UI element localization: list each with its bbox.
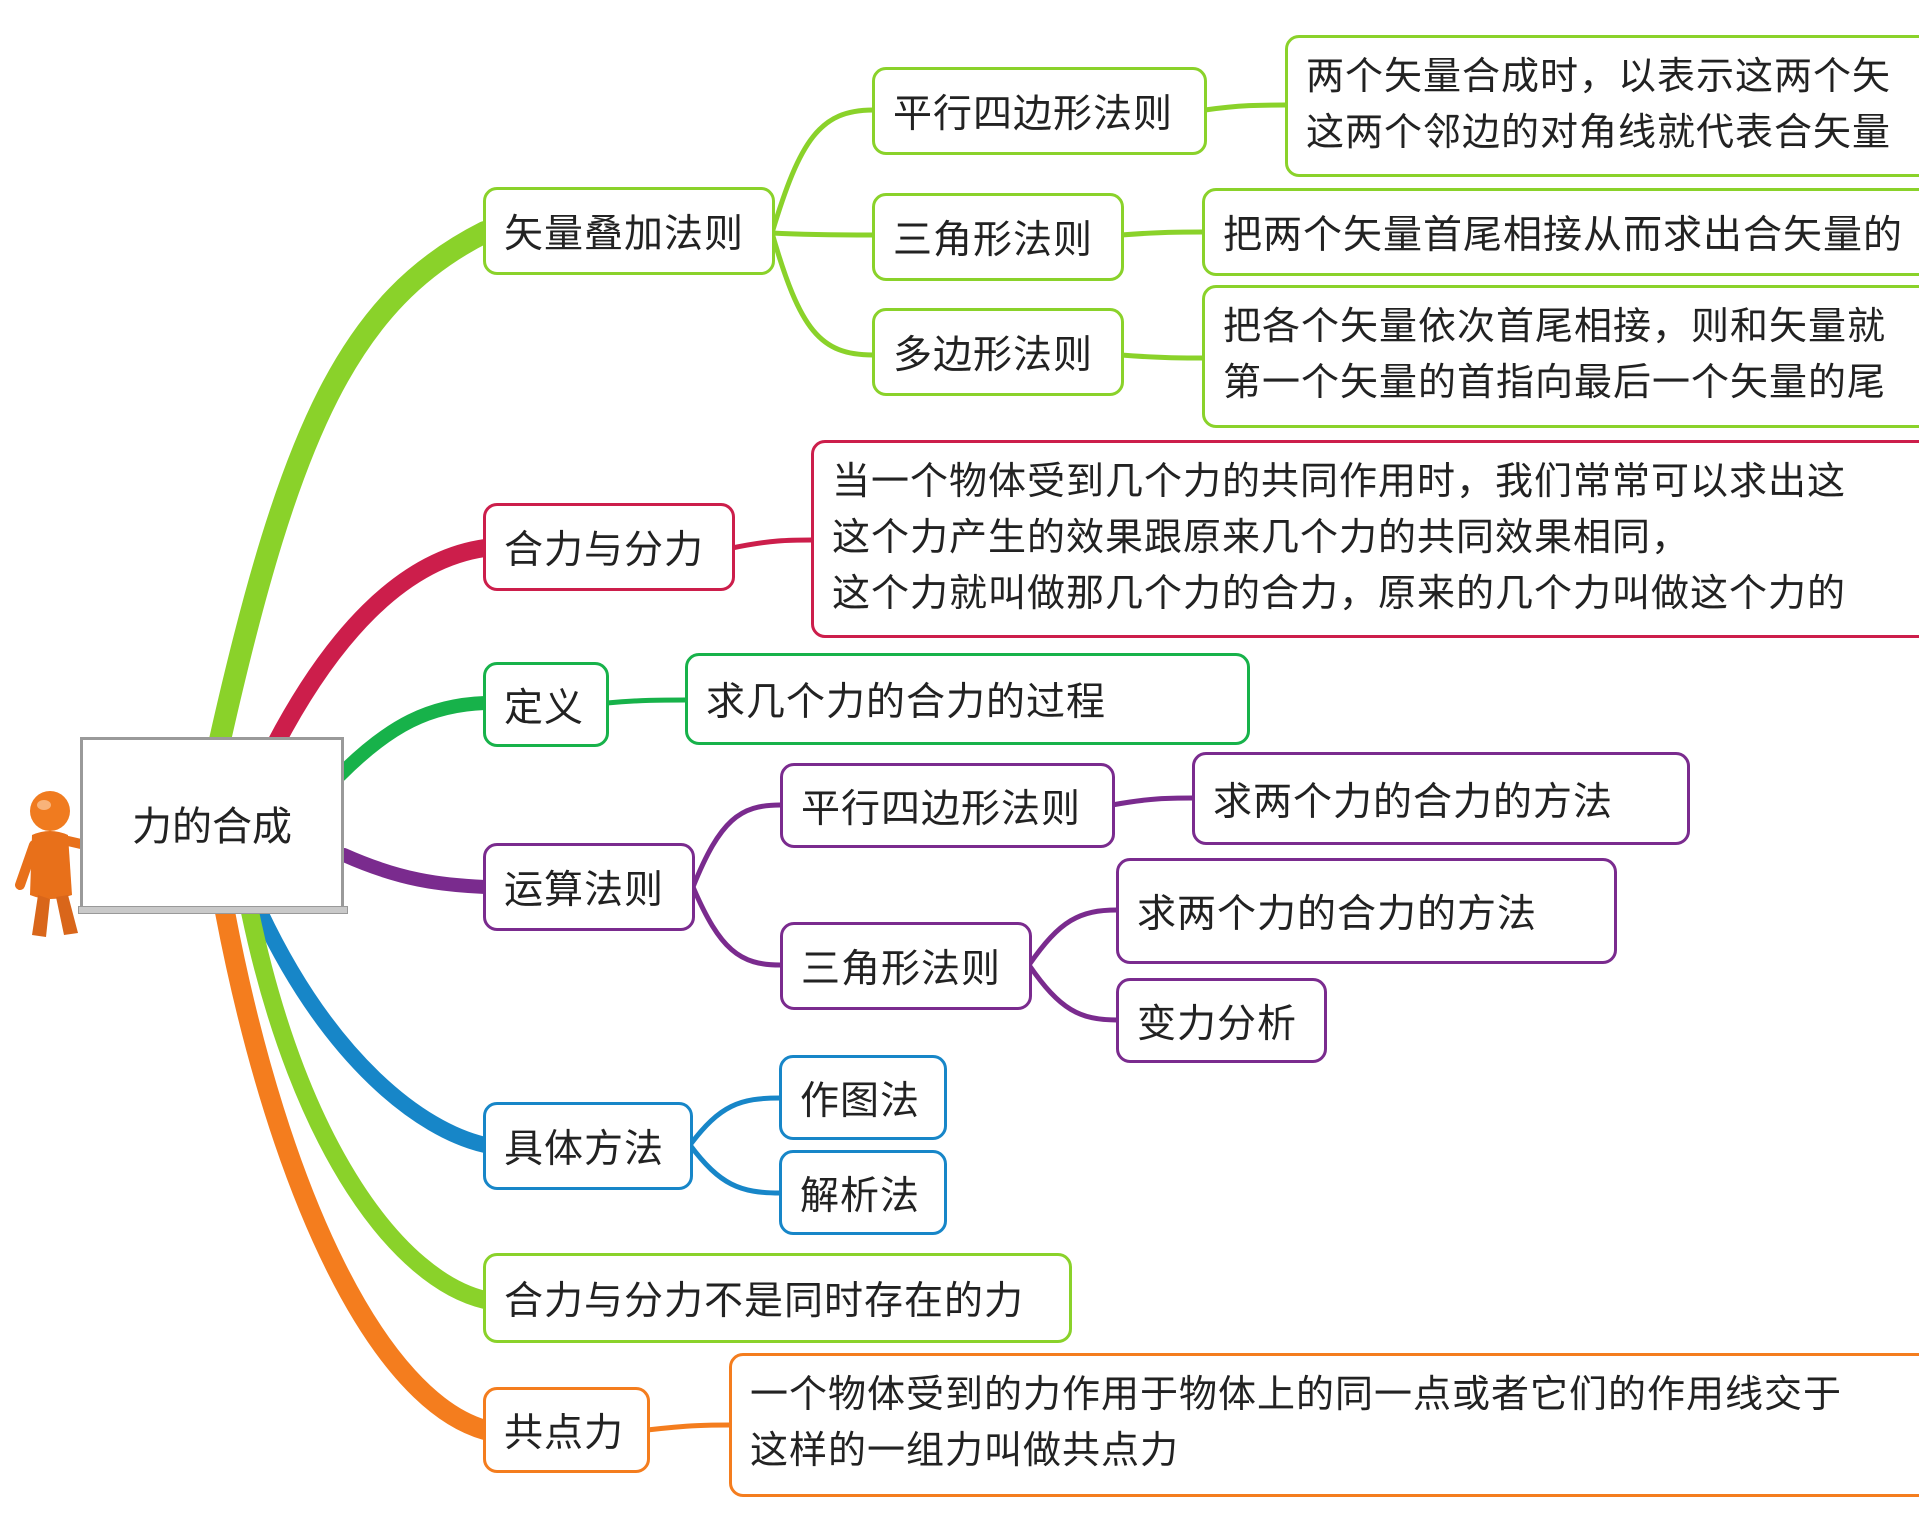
node-op-triangle-extra[interactable]: 变力分析 xyxy=(1116,978,1327,1063)
node-definition-label: 定义 xyxy=(504,685,585,731)
node-resultant[interactable]: 合力与分力 xyxy=(483,503,735,591)
node-methods-graph-label: 作图法 xyxy=(800,1078,921,1124)
node-concurrent-label: 共点力 xyxy=(504,1411,625,1456)
node-definition-desc[interactable]: 求几个力的合力的过程 xyxy=(685,653,1250,745)
node-methods-analytic[interactable]: 解析法 xyxy=(779,1150,947,1235)
node-vr-triangle-label: 三角形法则 xyxy=(893,218,1094,263)
link-resultant-desc xyxy=(731,537,813,551)
link-root-resultant xyxy=(266,539,494,754)
node-vr-triangle-desc-text: 把两个矢量首尾相接从而求出合矢量的 xyxy=(1223,213,1904,258)
node-vector-rules[interactable]: 矢量叠加法则 xyxy=(483,187,775,275)
node-resultant-desc-text: 当一个物体受到几个力的共同作用时，我们常常可以求出这 这个力产生的效果跟原来几个… xyxy=(832,459,1847,615)
node-op-parallelogram-desc-text: 求两个力的合力的方法 xyxy=(1213,779,1614,825)
node-operation[interactable]: 运算法则 xyxy=(483,843,695,931)
node-op-triangle-desc[interactable]: 求两个力的合力的方法 xyxy=(1116,858,1617,964)
link-definition-desc xyxy=(606,697,687,706)
root-node[interactable]: 力的合成 xyxy=(80,737,344,909)
node-methods-graph[interactable]: 作图法 xyxy=(779,1055,947,1140)
link-root-methods xyxy=(252,904,493,1153)
node-vector-rules-label: 矢量叠加法则 xyxy=(504,212,745,257)
link-root-definition xyxy=(333,696,492,782)
link-vector-polygon xyxy=(769,232,874,358)
node-vr-parallelogram[interactable]: 平行四边形法则 xyxy=(872,67,1207,155)
link-vector-triangle xyxy=(771,230,874,238)
link-root-concurrent xyxy=(215,902,495,1440)
link-root-operation xyxy=(337,848,492,894)
link-op-parallelogram-desc xyxy=(1111,795,1194,808)
link-triangle-desc xyxy=(1120,229,1204,238)
node-vr-triangle-desc[interactable]: 把两个矢量首尾相接从而求出合矢量的 xyxy=(1202,188,1919,276)
node-vr-polygon-label: 多边形法则 xyxy=(893,333,1094,378)
link-root-not-simultaneous xyxy=(241,903,494,1309)
link-polygon-desc xyxy=(1120,352,1204,361)
node-methods-label: 具体方法 xyxy=(504,1127,665,1172)
whiteboard-rail xyxy=(78,906,348,914)
node-vr-triangle[interactable]: 三角形法则 xyxy=(872,193,1124,281)
node-definition[interactable]: 定义 xyxy=(483,662,609,747)
node-methods[interactable]: 具体方法 xyxy=(483,1102,693,1190)
node-vr-polygon[interactable]: 多边形法则 xyxy=(872,308,1124,396)
root-label: 力的合成 xyxy=(132,804,292,850)
node-methods-analytic-label: 解析法 xyxy=(800,1173,921,1219)
node-not-simultaneous[interactable]: 合力与分力不是同时存在的力 xyxy=(483,1253,1072,1343)
node-op-triangle[interactable]: 三角形法则 xyxy=(780,922,1032,1010)
link-operation-parallelogram xyxy=(690,802,781,888)
node-op-triangle-extra-text: 变力分析 xyxy=(1137,1001,1298,1047)
link-methods-graph xyxy=(688,1095,781,1147)
node-op-parallelogram-label: 平行四边形法则 xyxy=(801,786,1082,832)
node-op-triangle-desc-text: 求两个力的合力的方法 xyxy=(1137,892,1538,937)
node-vr-polygon-desc-text: 把各个矢量依次首尾相接，则和矢量就 第一个矢量的首指向最后一个矢量的尾 xyxy=(1223,304,1887,404)
node-op-parallelogram-desc[interactable]: 求两个力的合力的方法 xyxy=(1192,752,1690,845)
link-root-vector-rules xyxy=(209,221,496,751)
node-not-simultaneous-label: 合力与分力不是同时存在的力 xyxy=(504,1279,1025,1324)
node-concurrent[interactable]: 共点力 xyxy=(483,1387,650,1473)
node-resultant-desc[interactable]: 当一个物体受到几个力的共同作用时，我们常常可以求出这 这个力产生的效果跟原来几个… xyxy=(811,440,1919,638)
link-vector-parallelogram xyxy=(769,107,874,234)
node-concurrent-desc[interactable]: 一个物体受到的力作用于物体上的同一点或者它们的作用线交于 这样的一组力叫做共点力 xyxy=(729,1353,1919,1497)
link-concurrent-desc xyxy=(646,1422,731,1433)
node-vr-parallelogram-label: 平行四边形法则 xyxy=(893,92,1174,137)
link-parallelogram-desc xyxy=(1204,102,1286,113)
node-operation-label: 运算法则 xyxy=(504,868,665,913)
node-definition-desc-text: 求几个力的合力的过程 xyxy=(706,680,1107,725)
link-op-triangle-extra xyxy=(1026,963,1118,1023)
node-op-parallelogram[interactable]: 平行四边形法则 xyxy=(780,763,1115,848)
node-vr-parallelogram-desc[interactable]: 两个矢量合成时，以表示这两个矢 这两个邻边的对角线就代表合矢量 xyxy=(1285,35,1919,177)
node-vr-polygon-desc[interactable]: 把各个矢量依次首尾相接，则和矢量就 第一个矢量的首指向最后一个矢量的尾 xyxy=(1202,285,1919,428)
link-methods-analytic xyxy=(688,1143,781,1196)
link-operation-triangle xyxy=(690,886,781,968)
node-vr-parallelogram-desc-text: 两个矢量合成时，以表示这两个矢 这两个邻边的对角线就代表合矢量 xyxy=(1306,54,1892,154)
link-op-triangle-desc xyxy=(1026,907,1118,967)
node-op-triangle-label: 三角形法则 xyxy=(801,947,1002,992)
node-resultant-label: 合力与分力 xyxy=(504,528,705,573)
node-concurrent-desc-text: 一个物体受到的力作用于物体上的同一点或者它们的作用线交于 这样的一组力叫做共点力 xyxy=(750,1372,1843,1472)
